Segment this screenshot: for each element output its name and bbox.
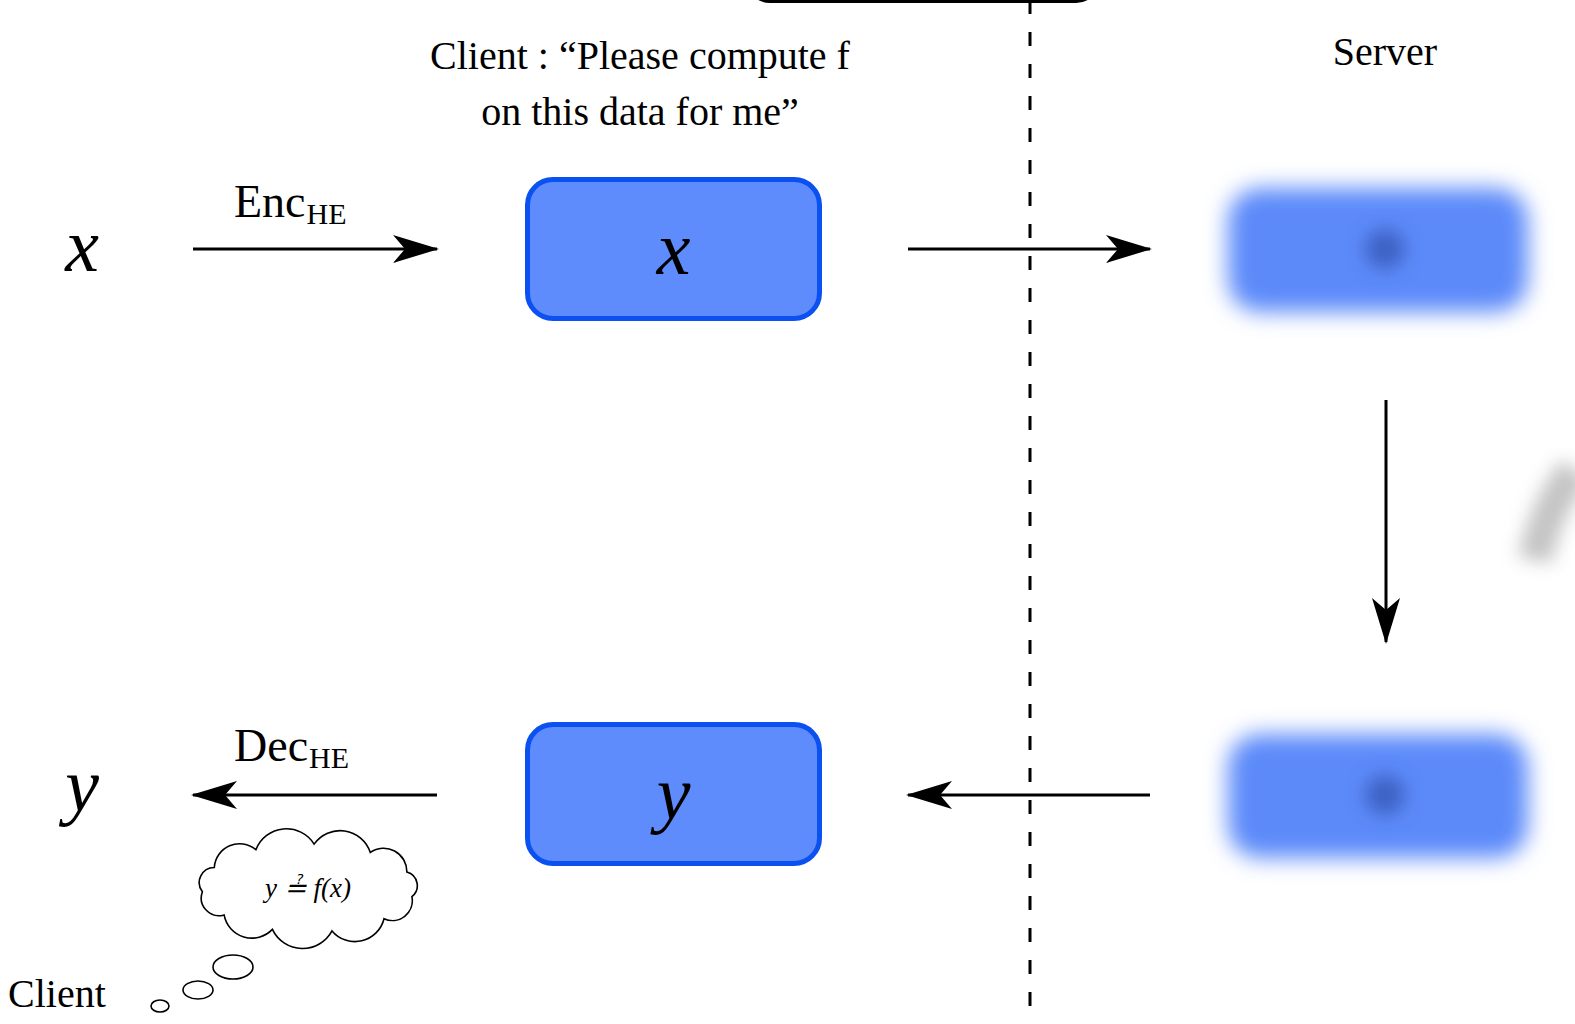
operation-name: Enc <box>234 174 306 229</box>
compute-arrow <box>1385 400 1388 642</box>
operation-subscript: HE <box>309 740 349 776</box>
operation-name: Dec <box>234 718 308 773</box>
send-arrow <box>908 248 1150 251</box>
enc-arrow <box>193 248 437 251</box>
party-name: Server <box>1333 28 1437 76</box>
blurred-function <box>1535 470 1575 560</box>
ciphertext-box: x <box>525 177 822 321</box>
node-text: y ≟ f(x) <box>265 872 351 904</box>
client-request: Client : “Please compute f on this data … <box>416 28 865 140</box>
ciphertext-box: y <box>525 722 822 866</box>
operation-subscript: HE <box>307 196 347 232</box>
trust-boundary <box>1029 0 1032 1024</box>
blurred-ciphertext <box>1228 188 1528 312</box>
node-text: y <box>657 748 691 839</box>
return-arrow <box>908 794 1150 797</box>
thought-dots <box>151 955 253 1012</box>
top-box <box>748 0 1098 1</box>
plaintext-var: y <box>65 740 99 831</box>
blurred-ciphertext <box>1228 734 1528 858</box>
plaintext-var: x <box>65 200 99 291</box>
dec-arrow <box>193 794 437 797</box>
node-text: x <box>657 203 691 294</box>
thought-bubble: y ≟ f(x) <box>186 828 430 948</box>
party-name: Client <box>8 970 106 1018</box>
